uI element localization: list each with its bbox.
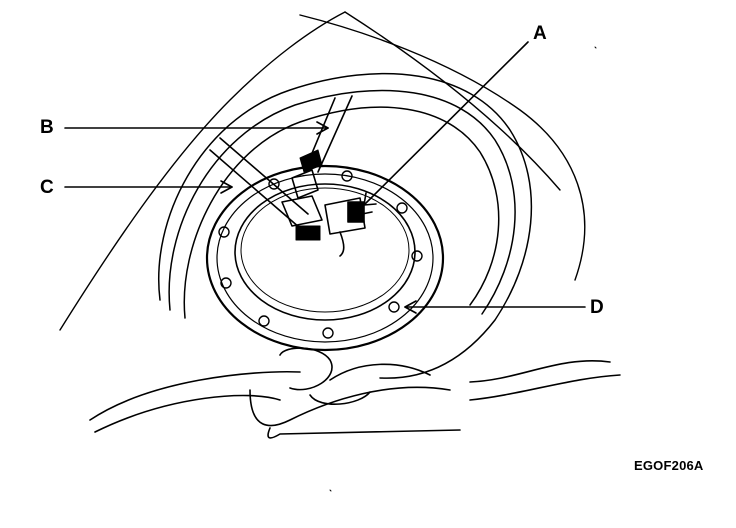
- electrical-connector: [324, 197, 373, 235]
- arrowhead-b: [316, 121, 329, 135]
- flange-bolt: [396, 202, 408, 214]
- callout-label-a: A: [533, 23, 547, 44]
- arrowhead-c: [220, 180, 233, 194]
- flange-bolt: [218, 226, 230, 238]
- flange-bolt: [322, 327, 334, 339]
- flange-bolt: [411, 250, 423, 262]
- callout-label-c: C: [40, 177, 54, 198]
- tank-well-outline: [158, 72, 533, 379]
- flange-bolts: [218, 170, 423, 339]
- pump-flange: [205, 164, 445, 352]
- flange-bolt: [341, 170, 353, 182]
- leader-a: [363, 41, 529, 206]
- flange-bolt: [388, 301, 400, 313]
- body-panel-outline: [59, 11, 586, 331]
- arrowhead-a: [363, 192, 377, 206]
- lower-pipes: [89, 347, 621, 439]
- figure-code: EGOF206A: [634, 458, 704, 473]
- fuel-hoses: [209, 95, 353, 229]
- pump-fittings: [281, 149, 345, 257]
- callout-label-b: B: [40, 117, 54, 138]
- flange-bolt: [258, 315, 270, 327]
- scan-specks: [329, 46, 597, 492]
- flange-bolt: [268, 178, 280, 190]
- callout-leaders: [64, 41, 586, 314]
- arrowhead-d: [404, 300, 417, 314]
- flange-bolt: [220, 277, 232, 289]
- callout-label-d: D: [590, 297, 604, 318]
